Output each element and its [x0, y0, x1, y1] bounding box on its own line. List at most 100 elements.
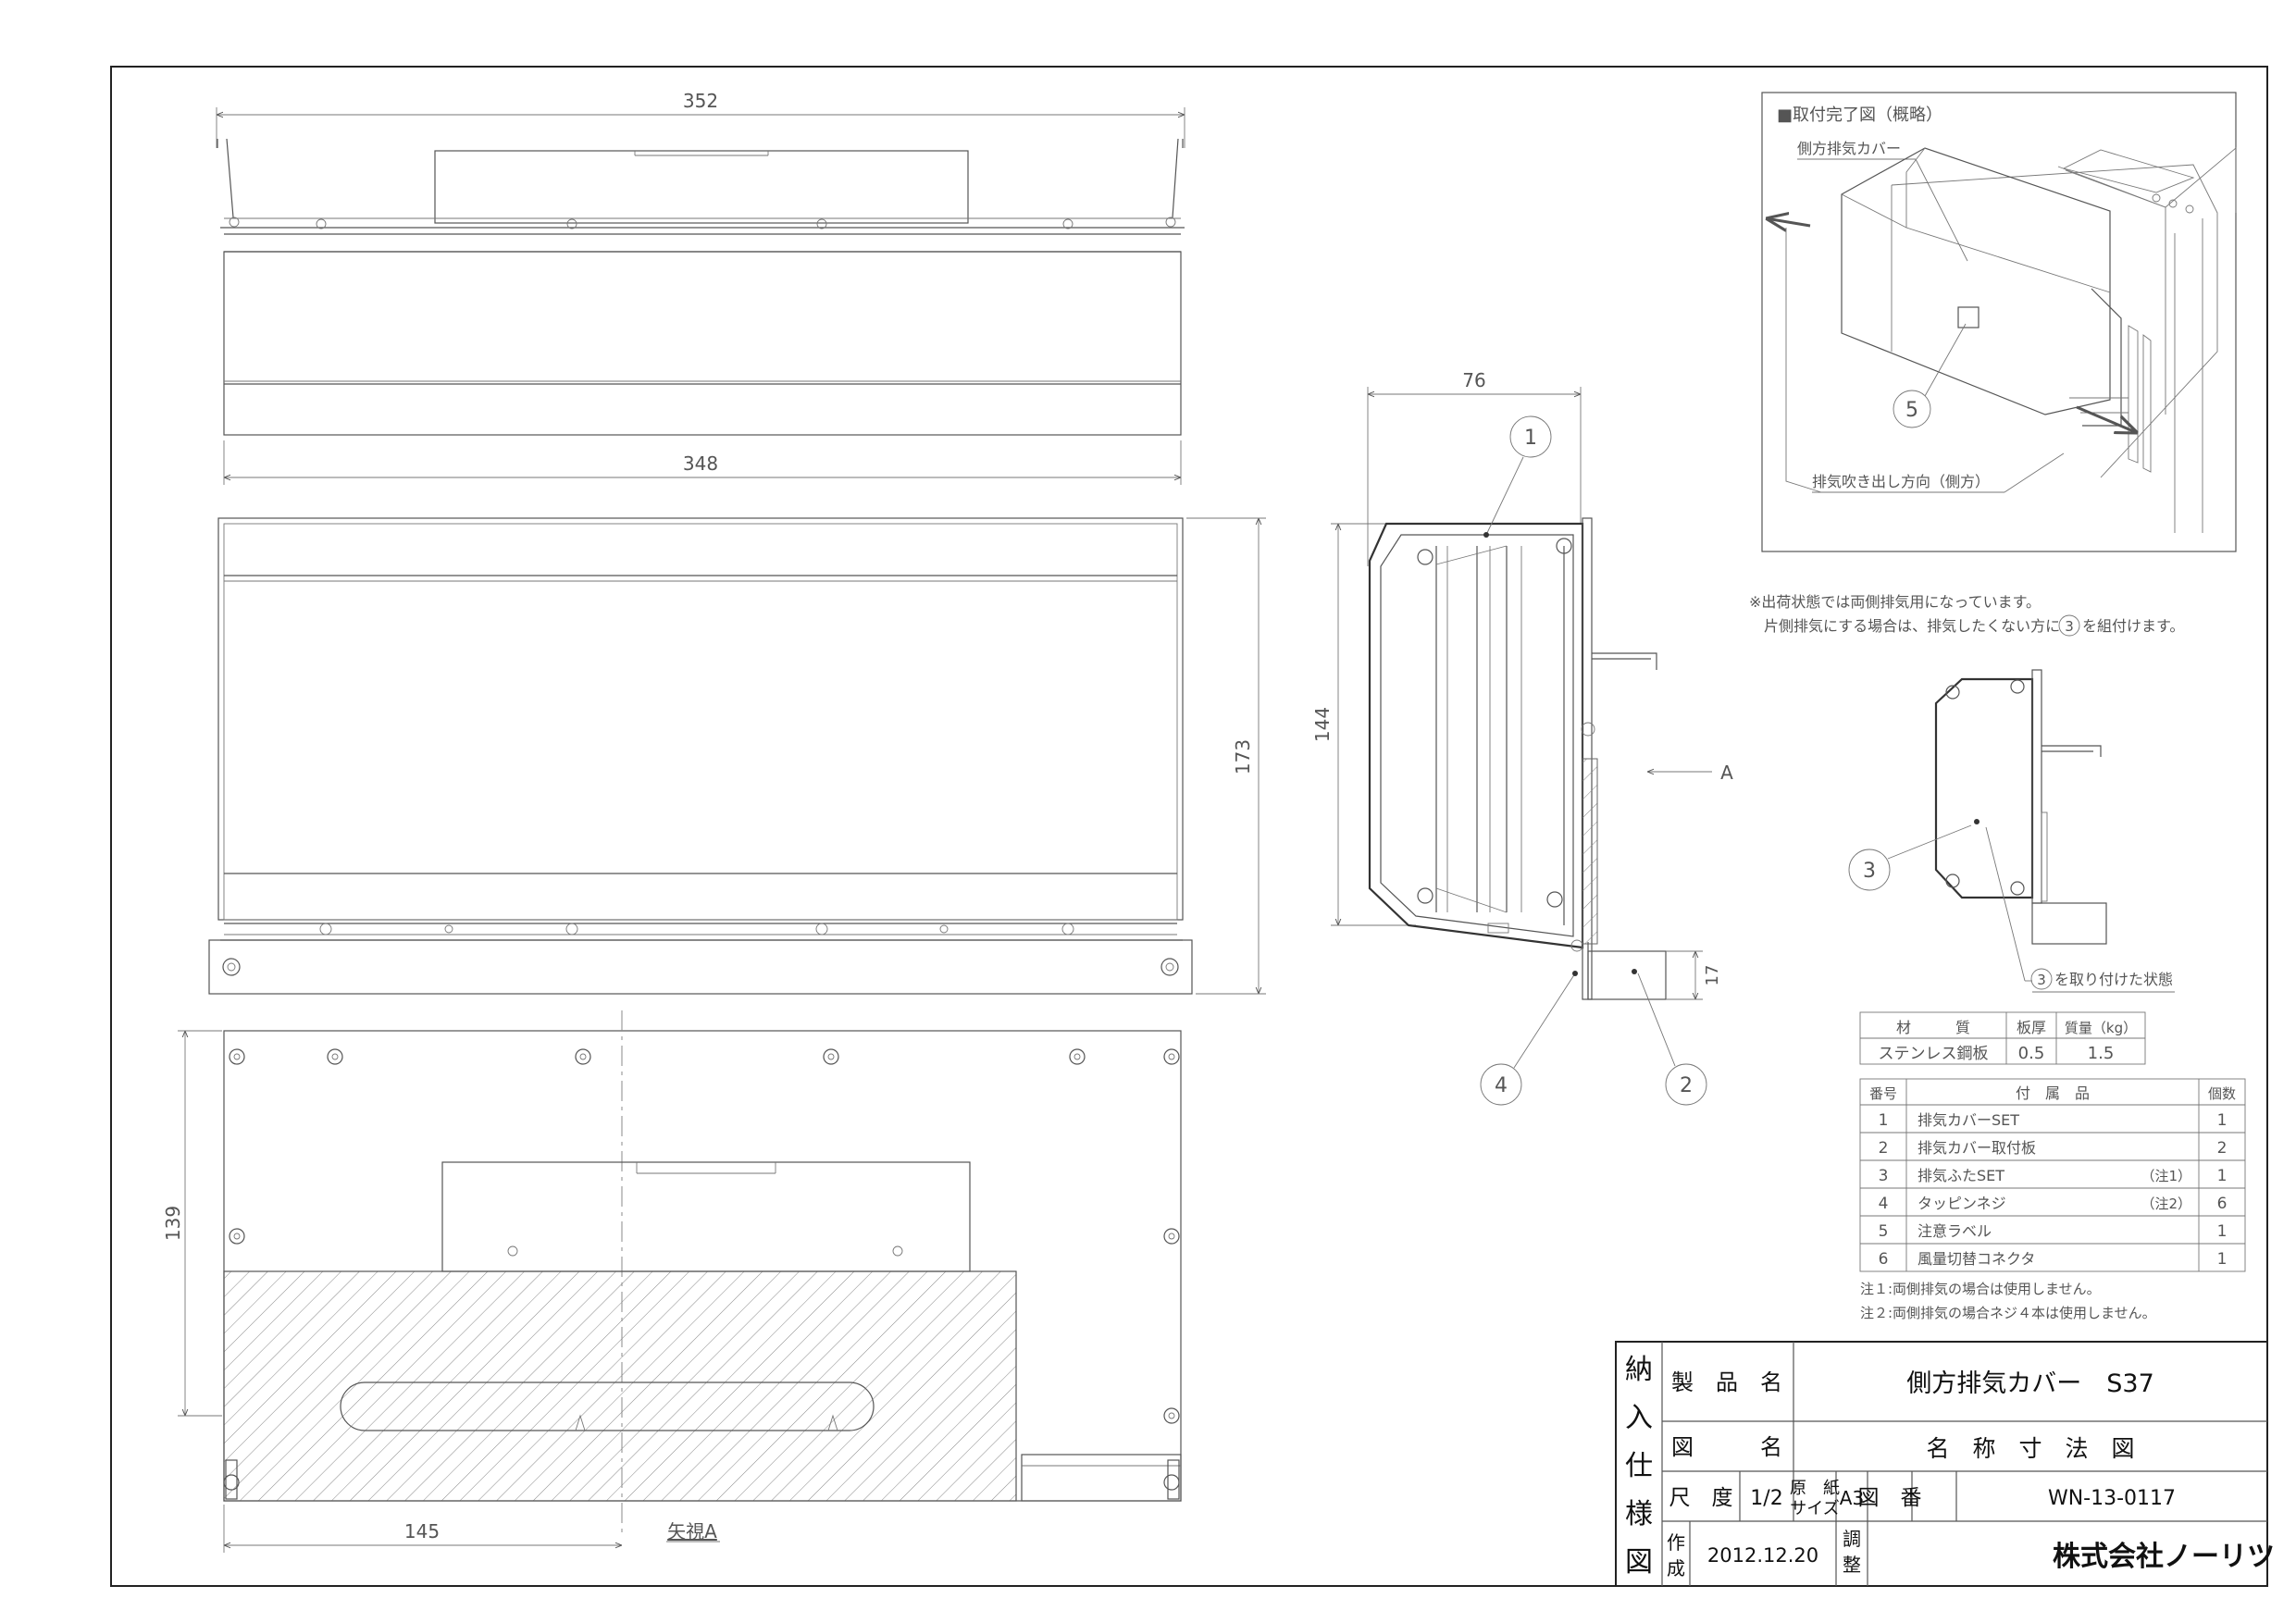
bottom-view: 139 145 矢視A: [162, 1010, 1182, 1553]
shipping-note-line2-after: を組付けます。: [2082, 617, 2184, 635]
material-header-material: 材 質: [1896, 1019, 1970, 1036]
install-direction-label: 排気吹き出し方向（側方）: [1812, 473, 1990, 490]
top-view-duct: [434, 150, 969, 224]
product-name-label: 製 品 名: [1671, 1369, 1782, 1395]
drawing-name: 名 称 寸 法 図: [1926, 1435, 2134, 1462]
made-label-1: 作: [1667, 1531, 1685, 1554]
side-char-3: 仕: [1625, 1450, 1653, 1482]
balloon-1: [1509, 415, 1552, 458]
paper-label-2: サイズ: [1790, 1499, 1839, 1518]
side-view: 76 144 17 A 1: [1311, 369, 1733, 1106]
shipping-note-line2-before: 片側排気にする場合は、排気したくない方に: [1764, 617, 2060, 635]
side-char-1: 納: [1625, 1354, 1653, 1386]
balloon-3: [1848, 849, 1891, 891]
checked-label-1: 調: [1843, 1528, 1861, 1550]
parts-row-name: 注意ラベル: [1917, 1222, 1992, 1240]
made-label-2: 成: [1667, 1557, 1685, 1580]
parts-row-no: 5: [1879, 1222, 1889, 1241]
shipping-note-line1: ※出荷状態では両側排気用になっています。: [1749, 593, 2041, 611]
exhaust-lid-body: [1934, 677, 2034, 899]
dim-76-label: 76: [1462, 369, 1485, 391]
parts-row-qty: 1: [2217, 1222, 2228, 1241]
side-char-5: 図: [1625, 1546, 1653, 1579]
parts-note-1: 注１:両側排気の場合は使用しません。: [1860, 1281, 2101, 1297]
parts-row-name: 排気カバーSET: [1917, 1111, 2019, 1129]
view-a-caption: 矢視A: [667, 1520, 717, 1542]
paper-label-1: 原 紙: [1790, 1479, 1840, 1498]
parts-row-no: 4: [1879, 1195, 1889, 1213]
made-date: 2012.12.20: [1707, 1544, 1818, 1567]
dim-173-label: 173: [1232, 739, 1254, 774]
parts-note-2: 注２:両側排気の場合ネジ４本は使用しません。: [1860, 1305, 2156, 1321]
parts-header-name: 付 属 品: [2016, 1084, 2090, 1102]
side-char-4: 様: [1625, 1498, 1653, 1530]
parts-row-note: （注2）: [2141, 1196, 2191, 1212]
install-figure-frame: [1761, 92, 2237, 552]
material-table: 材 質 板厚 質量（kg） ステンレス鋼板 0.5 1.5: [1859, 1011, 2146, 1065]
install-cover-body: [1841, 147, 2111, 415]
side-char-2: 入: [1625, 1402, 1653, 1434]
balloon-3-text: 3: [1863, 860, 1876, 883]
parts-row-no: 6: [1879, 1250, 1889, 1269]
checked-label-2: 整: [1843, 1554, 1861, 1576]
material-header-thickness: 板厚: [2017, 1019, 2046, 1036]
bottom-view-duct: [441, 1161, 971, 1272]
parts-row-qty: 2: [2217, 1139, 2228, 1158]
drawing-no-label: 図 番: [1858, 1486, 1922, 1510]
drawing-name-label: 図 名: [1671, 1434, 1782, 1460]
balloon-1-text: 1: [1524, 427, 1537, 450]
install-cover-label: 側方排気カバー: [1797, 140, 1901, 157]
paper-size: A3: [1840, 1487, 1864, 1509]
view-arrow-label: A: [1720, 762, 1733, 784]
dim-144-label: 144: [1311, 707, 1334, 742]
parts-table: 番号 付 属 品 個数 1 排気カバーSET 1 2 排気カバー取付板 2 3 …: [1859, 1078, 2246, 1321]
balloon-2: [1665, 1063, 1707, 1106]
attached-caption-circle: 3: [2037, 972, 2046, 988]
shipping-note: ※出荷状態では両側排気用になっています。 片側排気にする場合は、排気したくない方…: [1749, 593, 2184, 637]
title-block: 納 入 仕 様 図 製 品 名 側方排気カバー S37 図 名 名 称 寸 法 …: [1615, 1341, 2275, 1587]
drawing-border: [110, 66, 2268, 1587]
top-view: 352 348: [216, 90, 1185, 485]
scale-value: 1/2: [1750, 1487, 1782, 1510]
install-figure-title: ■取付完了図（概略）: [1777, 105, 1942, 125]
drawing-no: WN-13-0117: [2048, 1487, 2176, 1510]
parts-row-name: 排気カバー取付板: [1917, 1139, 2036, 1157]
balloon-4: [1480, 1063, 1522, 1106]
parts-row-qty: 1: [2217, 1167, 2228, 1185]
top-view-body: [223, 251, 1182, 436]
company-logo: 株式会社ノーリツ: [2053, 1541, 2275, 1573]
scale-label: 尺 度: [1669, 1486, 1733, 1510]
weight-value: 1.5: [2088, 1044, 2115, 1063]
balloon-2-text: 2: [1680, 1074, 1693, 1097]
attached-caption-text: を取り付けた状態: [2054, 971, 2173, 988]
parts-row-note: （注1）: [2141, 1168, 2191, 1184]
parts-row-name: タッピンネジ: [1917, 1195, 2006, 1212]
install-figure: ■取付完了図（概略） 側方排気カバー 5 排気吹き出し方向（側方）: [1761, 92, 2237, 552]
dim-348-label: 348: [683, 452, 718, 475]
parts-row-no: 3: [1879, 1167, 1889, 1185]
front-view: 173: [208, 517, 1266, 995]
dim-352-label: 352: [683, 90, 718, 112]
parts-row-qty: 1: [2217, 1111, 2228, 1130]
exhaust-lid-view: 3 3 を取り付けた状態: [1848, 669, 2175, 993]
bottom-view-slot: [340, 1381, 875, 1431]
dim-17-label: 17: [1703, 965, 1722, 986]
side-view-cover: [1368, 522, 1584, 949]
front-view-base-plate: [208, 939, 1193, 995]
title-block-frame: [1615, 1341, 2268, 1587]
parts-header-qty: 個数: [2208, 1085, 2236, 1102]
balloon-5: [1893, 390, 1931, 428]
balloon-4-text: 4: [1495, 1074, 1508, 1097]
material-header-weight: 質量（kg）: [2065, 1020, 2137, 1036]
parts-row-no: 2: [1879, 1139, 1889, 1158]
parts-header-no: 番号: [1869, 1085, 1897, 1102]
balloon-5-text: 5: [1905, 399, 1918, 422]
front-view-outer: [217, 517, 1184, 921]
bottom-view-hatched-area: [223, 1270, 1017, 1502]
parts-row-no: 1: [1879, 1111, 1889, 1130]
parts-row-name: 排気ふたSET: [1917, 1167, 2004, 1184]
dim-139-label: 139: [162, 1206, 184, 1241]
dim-145-label: 145: [404, 1520, 440, 1542]
material-value: ステンレス鋼板: [1879, 1045, 1989, 1063]
